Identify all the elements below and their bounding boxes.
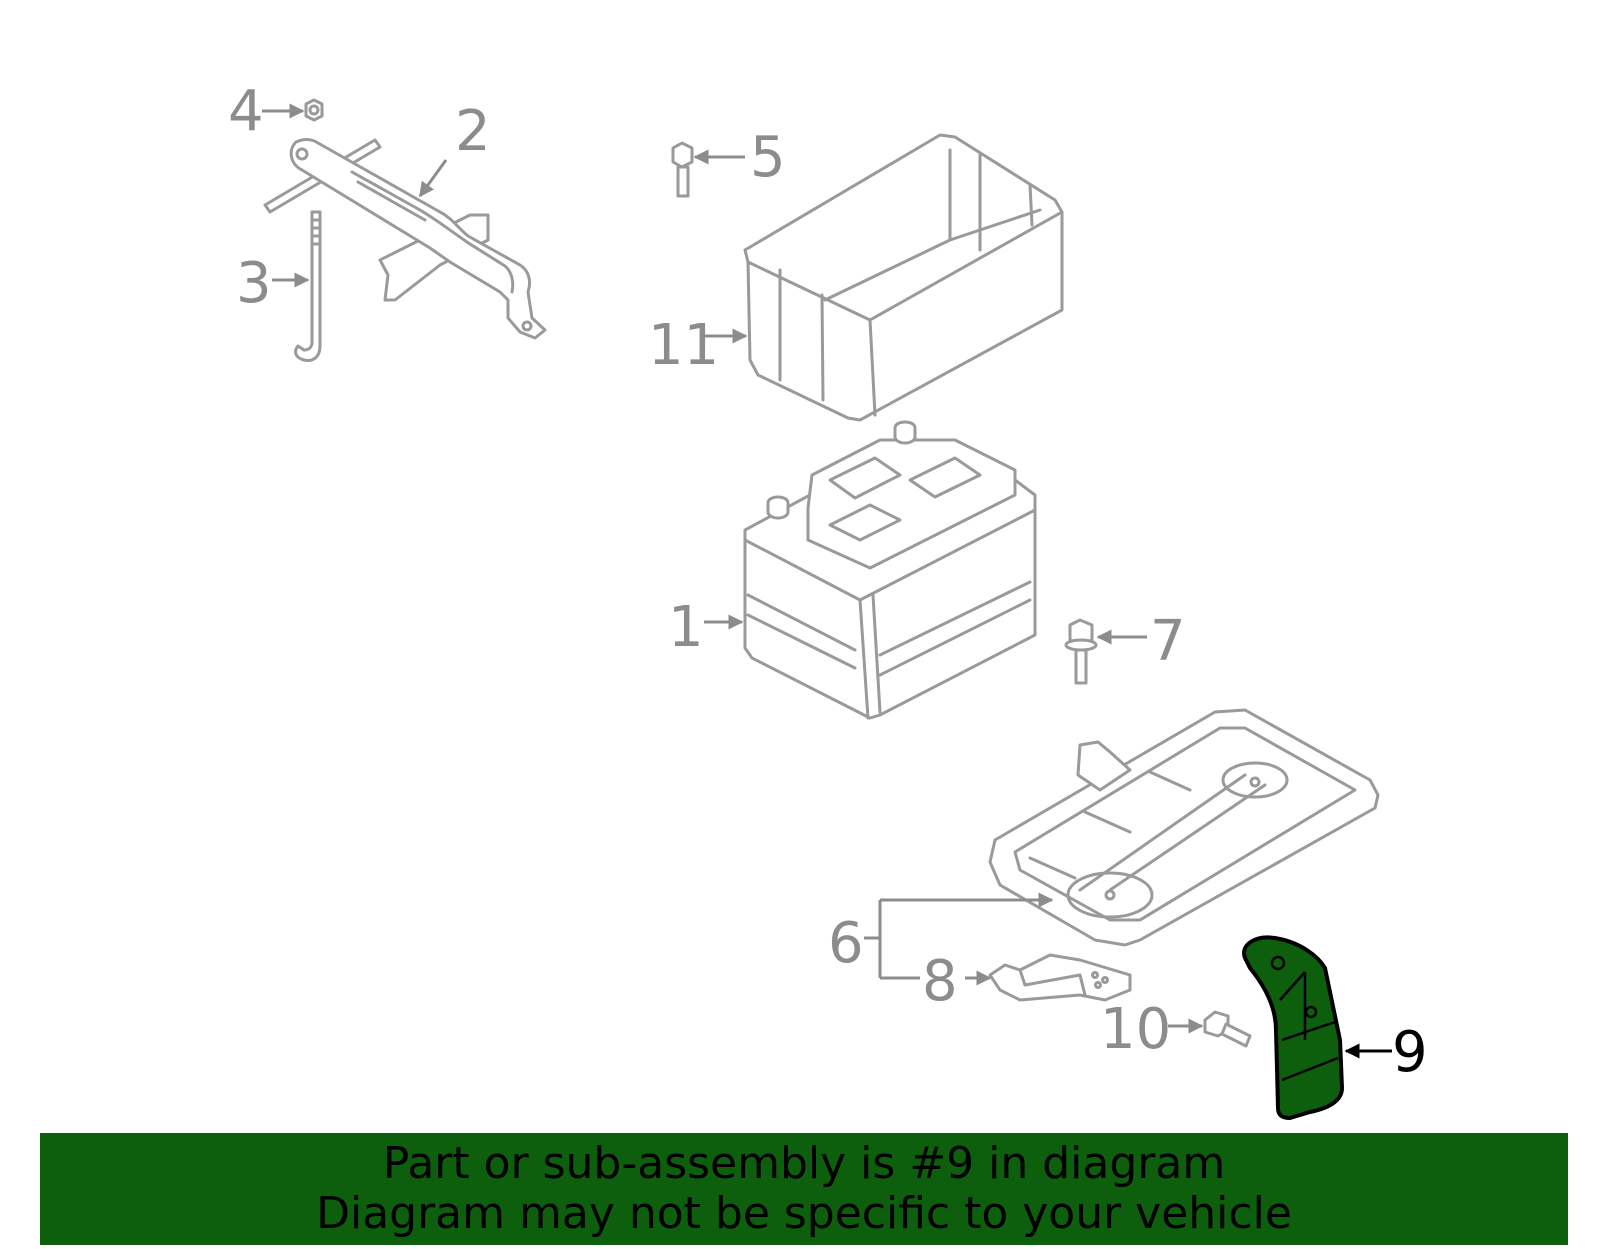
part-2-hold-down-bracket [263, 138, 547, 340]
callout-10: 10 [1100, 997, 1171, 1062]
callout-9: 9 [1392, 1020, 1428, 1085]
part-6-battery-tray [988, 708, 1380, 947]
callout-8: 8 [922, 949, 958, 1014]
banner-line-1: Part or sub-assembly is #9 in diagram [382, 1138, 1226, 1189]
info-banner: Part or sub-assembly is #9 in diagram Di… [40, 1133, 1568, 1245]
part-3-hold-down-rod [294, 210, 322, 362]
part-7-flange-bolt [1064, 618, 1098, 685]
callouts: 4 2 3 5 11 1 7 6 8 10 9 [228, 79, 1428, 1085]
part-11-insulator-cover [743, 133, 1064, 422]
part-10-bolt [1203, 1010, 1252, 1048]
part-4-nut [304, 98, 324, 122]
part-5-bolt [671, 141, 694, 198]
part-9-support-bracket[interactable] [1242, 935, 1344, 1120]
banner-line-2: Diagram may not be specific to your vehi… [316, 1188, 1292, 1239]
callout-2: 2 [455, 99, 491, 164]
callout-11: 11 [648, 313, 719, 378]
callout-5: 5 [750, 125, 786, 190]
part-8-tray-bracket [988, 953, 1132, 1002]
callout-4: 4 [228, 79, 264, 144]
callout-1: 1 [668, 595, 704, 660]
part-1-battery [743, 420, 1037, 720]
leader-lines [262, 103, 1392, 1059]
callout-3: 3 [236, 251, 272, 316]
callout-6: 6 [828, 911, 864, 976]
callout-7: 7 [1150, 609, 1186, 674]
